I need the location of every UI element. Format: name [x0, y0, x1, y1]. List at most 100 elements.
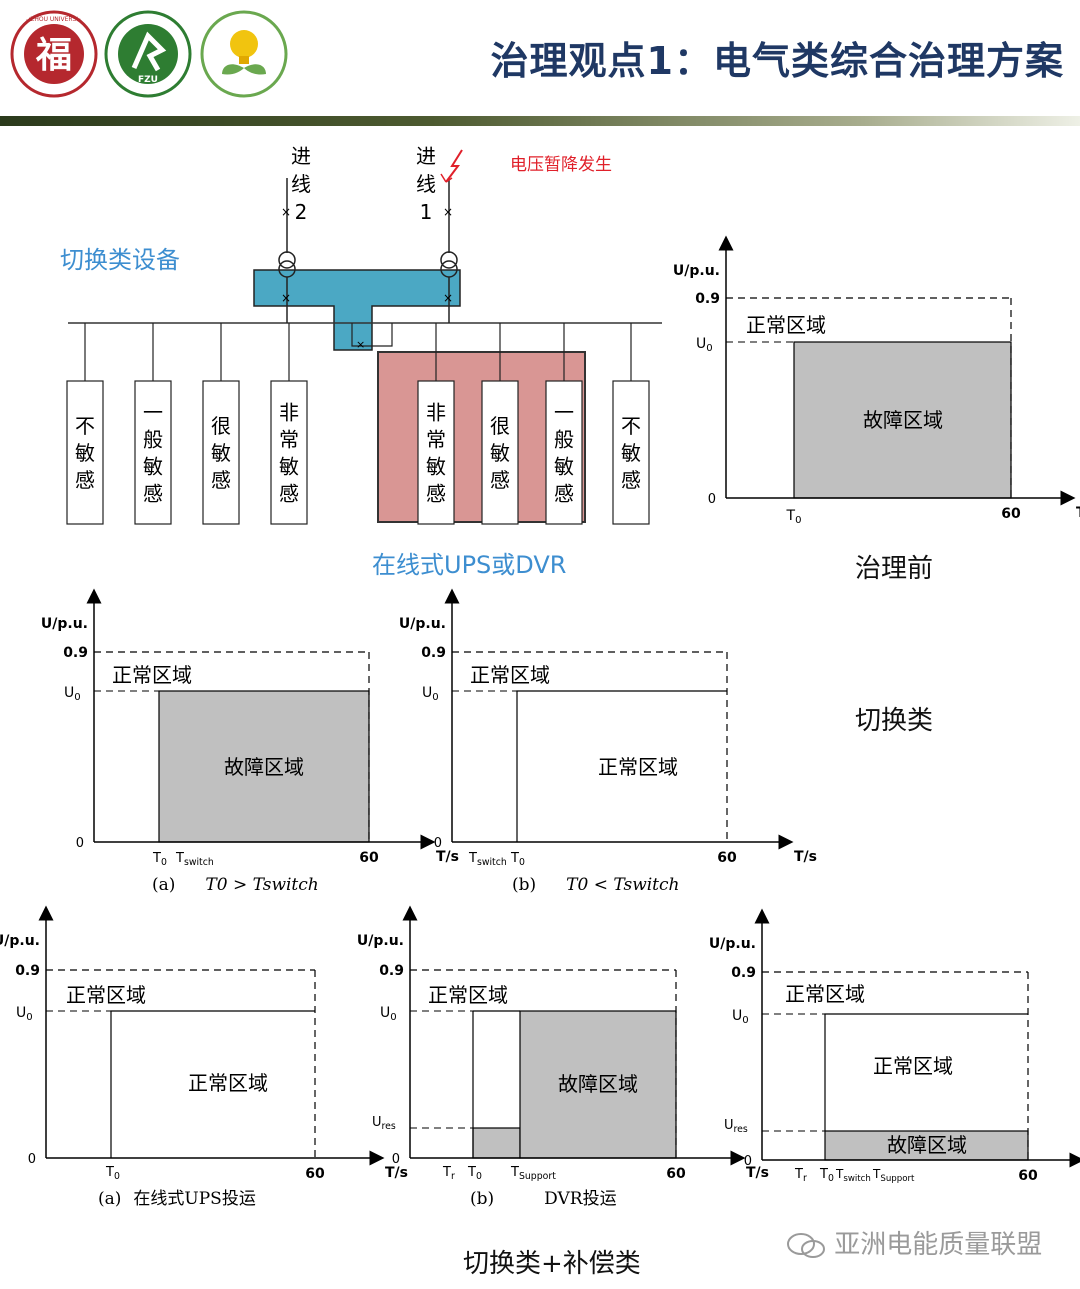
x-tick-60: 60 — [1001, 506, 1021, 522]
load-box-right-0 — [417, 380, 455, 525]
y-axis-label: U/p.u. — [673, 263, 720, 279]
load-box-right-1 — [481, 380, 519, 525]
fault-region-label: 故障区域 — [887, 1133, 967, 1157]
feeder-2-label-char: 进 — [291, 144, 311, 168]
fault-region-label: 故障区域 — [558, 1072, 638, 1096]
x-tick-tr: Tr — [794, 1167, 807, 1184]
fzu-fu-seal-logo: 福 FUZHOU UNIVERSITY — [10, 10, 98, 98]
normal-region-label: 正常区域 — [112, 663, 192, 687]
switch-device-label: 切换类设备 — [60, 246, 180, 274]
normal-region-label-2: 正常区域 — [873, 1054, 953, 1078]
normal-region-label-2: 正常区域 — [188, 1071, 268, 1095]
residual-region — [472, 1127, 521, 1159]
x-tick-t0: T0 — [105, 1165, 120, 1182]
feeder-2-breaker: × — [281, 205, 291, 219]
seal-ring-text: FUZHOU UNIVERSITY — [22, 16, 85, 23]
x-tick-t0: T0 — [152, 851, 167, 868]
voltage-trace — [110, 1010, 315, 1158]
load-label-char: 一 — [554, 401, 574, 425]
load-box-right-2 — [545, 380, 583, 525]
y-tick-0.9: 0.9 — [15, 963, 40, 979]
load-label-char: 敏 — [426, 455, 446, 479]
transformer-2 — [278, 251, 296, 269]
lightning-icon — [445, 149, 463, 183]
y-axis-label: U/p.u. — [0, 933, 40, 949]
fault-region-label: 故障区域 — [224, 755, 304, 779]
normal-region-label: 正常区域 — [785, 982, 865, 1006]
load-label-char: 敏 — [211, 441, 231, 465]
y-tick-0: 0 — [708, 492, 716, 507]
load-label-char: 感 — [211, 468, 231, 492]
load-label-char: 敏 — [279, 455, 299, 479]
fault-region — [158, 690, 370, 843]
single-line-diagram: × × × × × 进线2 进线1 电压暂降发生 切换类设备 在线式UPS或DV… — [60, 144, 662, 579]
y-tick-u0: U0 — [732, 1008, 749, 1026]
caption-before: 治理前 — [855, 554, 934, 584]
load-label-char: 敏 — [143, 455, 163, 479]
load-label-char: 敏 — [554, 455, 574, 479]
wechat-icon — [787, 1232, 825, 1258]
x-tick-t0: T0 — [819, 1167, 834, 1184]
chart-combined: U/p.u.T/s00.9U060Ures正常区域正常区域故障区域TrT0Tsw… — [709, 908, 1080, 1184]
load-label-char: 感 — [621, 468, 641, 492]
y-tick-u0: U0 — [16, 1005, 33, 1023]
x-tick-tswitch: Tswitch — [175, 851, 214, 868]
y-tick-0: 0 — [76, 836, 84, 851]
seal-character: 福 — [35, 35, 72, 76]
x-axis-label: T/s — [746, 1165, 769, 1181]
x-axis-label: T/s — [385, 1165, 408, 1181]
subcaption-b: (b)T0 < Tswitch — [512, 875, 679, 895]
x-tick-t0: T0 — [467, 1165, 482, 1182]
logo-text: FZU — [138, 75, 158, 85]
x-tick-60: 60 — [305, 1166, 325, 1182]
load-label-char: 很 — [211, 414, 231, 438]
x-tick-tsupport: TSupport — [872, 1167, 915, 1184]
load-label-char: 感 — [490, 468, 510, 492]
load-box-right-3 — [612, 380, 650, 525]
y-tick-0.9: 0.9 — [379, 963, 404, 979]
sag-label: 电压暂降发生 — [510, 155, 612, 175]
x-tick-60: 60 — [717, 850, 737, 866]
load-label-char: 般 — [143, 428, 163, 452]
lightbulb-plant-logo — [200, 10, 288, 98]
load-label-char: 很 — [490, 414, 510, 438]
load-label-char: 非 — [426, 401, 446, 425]
x-tick-60: 60 — [666, 1166, 686, 1182]
watermark: 亚洲电能质量联盟 — [786, 1224, 1042, 1261]
svg-text:×: × — [356, 338, 365, 351]
voltage-trace — [516, 690, 727, 842]
load-box-left-0 — [66, 380, 104, 525]
load-label-char: 不 — [75, 414, 95, 438]
x-axis-label: T/s — [1076, 505, 1080, 521]
caption-switch-compensation: 切换类+补偿类 — [463, 1249, 641, 1279]
feeder-1-label: 进线 1 — [416, 144, 436, 224]
y-tick-u0: U0 — [380, 1005, 397, 1023]
feeder-1-label-char: 1 — [420, 200, 433, 224]
normal-region-label: 正常区域 — [470, 663, 550, 687]
load-label-char: 敏 — [75, 441, 95, 465]
feeder-1-label-char: 线 — [416, 172, 436, 196]
caption-switch-class: 切换类 — [855, 706, 934, 736]
load-box-left-2 — [202, 380, 240, 525]
load-label-char: 一 — [143, 401, 163, 425]
x-tick-60: 60 — [359, 850, 379, 866]
y-tick-0.9: 0.9 — [421, 645, 446, 661]
feeder-2-label-char: 线 — [291, 172, 311, 196]
svg-text:×: × — [281, 291, 291, 305]
subcaption-a: (a)T0 > Tswitch — [152, 875, 319, 895]
load-label-char: 感 — [426, 482, 446, 506]
y-tick-ures: Ures — [724, 1118, 748, 1135]
fault-region-label: 故障区域 — [863, 408, 943, 432]
feeder-1-breaker: × — [443, 205, 453, 219]
x-tick-t0: T0 — [786, 508, 802, 526]
svg-text:×: × — [443, 291, 453, 305]
feeder-1-label-char: 进 — [416, 144, 436, 168]
header-divider — [0, 116, 1080, 126]
y-tick-ures: Ures — [372, 1115, 396, 1132]
y-tick-0: 0 — [392, 1152, 400, 1167]
